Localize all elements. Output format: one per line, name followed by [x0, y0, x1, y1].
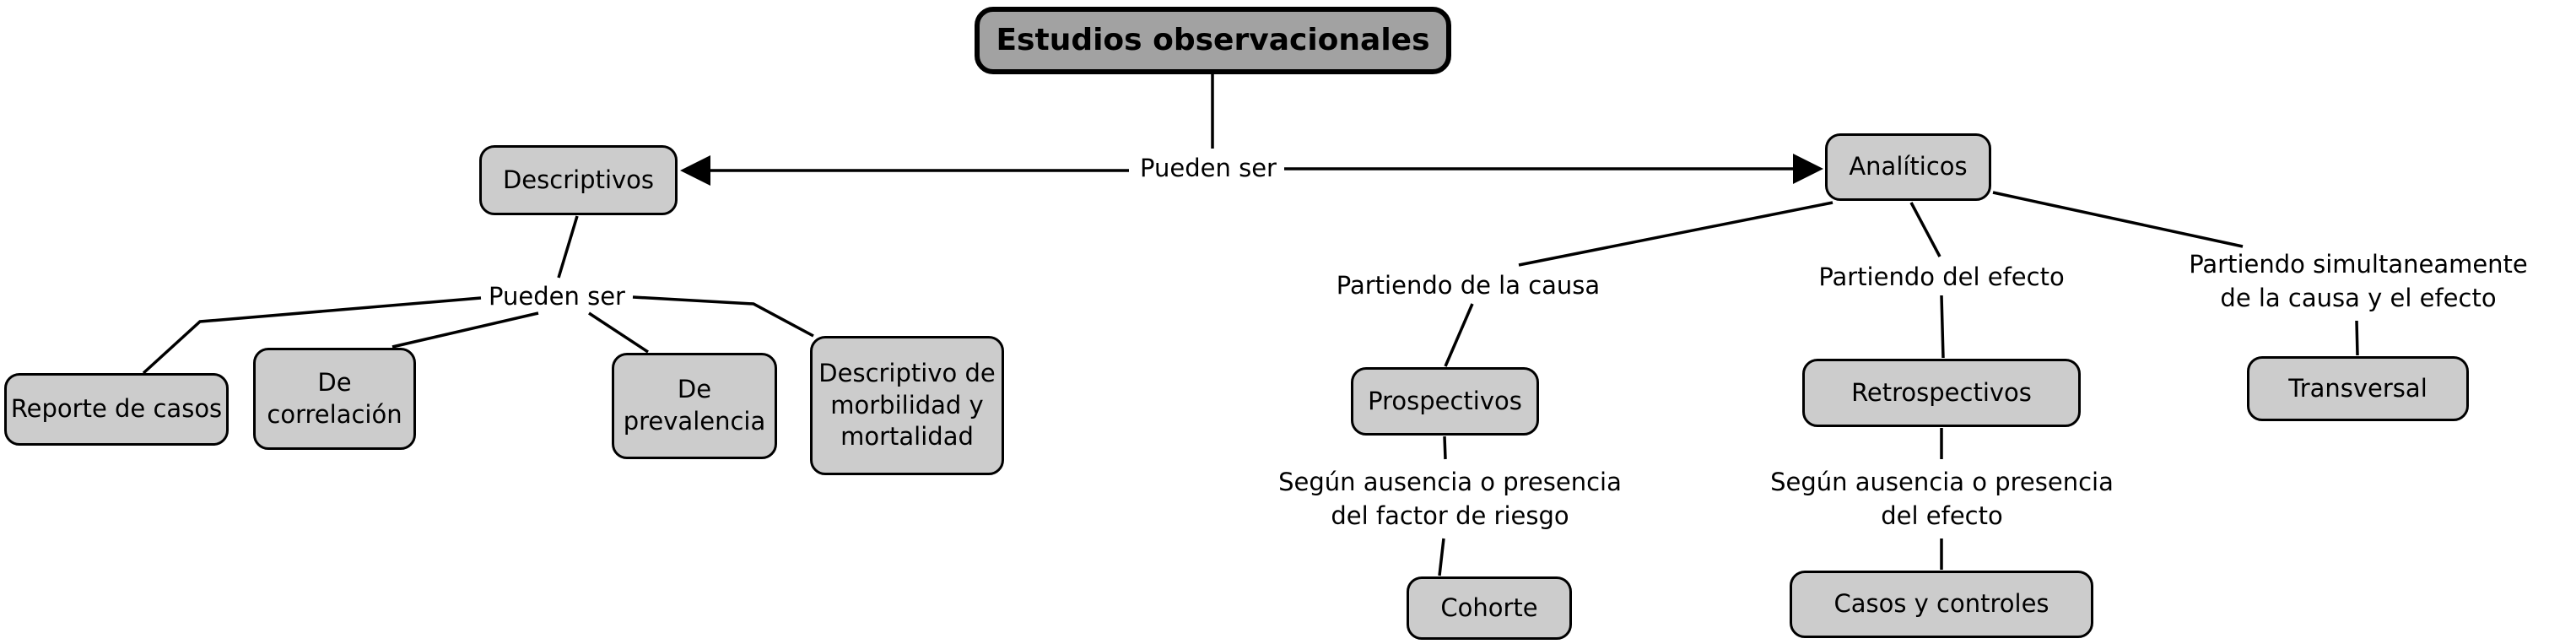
- node-cohorte[interactable]: Cohorte: [1407, 576, 1572, 640]
- link-label-text: Según ausencia o presencia del efecto: [1770, 467, 2114, 530]
- connector-analiticos-simultaneo: [1992, 191, 2244, 248]
- node-label: Cohorte: [1440, 593, 1538, 622]
- node-label: Casos y controles: [1833, 589, 2049, 619]
- connector-analiticos-causa: [1518, 201, 1833, 267]
- node-label: Descriptivo de morbilidad y mortalidad: [818, 358, 996, 452]
- node-label: Reporte de casos: [10, 394, 223, 424]
- connector-puedenser-correlacion: [392, 311, 539, 349]
- connector-analiticos-efecto: [1909, 202, 1941, 257]
- node-descriptivos[interactable]: Descriptivos: [479, 145, 678, 215]
- node-label: Descriptivos: [502, 165, 655, 194]
- connector-puedenser-prevalencia: [588, 311, 649, 354]
- link-label-partiendo-de-la-causa[interactable]: Partiendo de la causa: [1304, 268, 1633, 303]
- node-label: Prospectivos: [1368, 386, 1522, 415]
- arrowhead-analiticos: [1793, 154, 1823, 184]
- link-label-partiendo-simultaneamente[interactable]: Partiendo simultaneamente de la causa y …: [2147, 243, 2569, 319]
- link-label-pueden-ser-descriptivos[interactable]: Pueden ser: [483, 279, 631, 313]
- link-label-text: Partiendo del efecto: [1818, 262, 2065, 291]
- connector-puedenser-reporte: [142, 296, 482, 375]
- link-label-text: Partiendo de la causa: [1336, 270, 1601, 300]
- connector-causa-prospectivos: [1444, 303, 1474, 367]
- link-label-segun-efecto[interactable]: Según ausencia o presencia del efecto: [1763, 461, 2121, 537]
- connector-segun-cohorte: [1438, 538, 1445, 576]
- link-label-text: Según ausencia o presencia del factor de…: [1278, 467, 1622, 530]
- connector-descriptivos-puedenser: [557, 215, 579, 279]
- node-casos-y-controles[interactable]: Casos y controles: [1790, 571, 2093, 638]
- node-de-correlacion[interactable]: De correlación: [253, 348, 416, 450]
- link-label-partiendo-del-efecto[interactable]: Partiendo del efecto: [1785, 259, 2098, 295]
- connector-efecto-retrospectivos: [1940, 295, 1945, 359]
- node-de-prevalencia[interactable]: De prevalencia: [612, 353, 777, 459]
- node-prospectivos[interactable]: Prospectivos: [1351, 367, 1539, 436]
- node-estudios-observacionales[interactable]: Estudios observacionales: [975, 7, 1451, 74]
- connector-puedenser-morbilidad: [632, 295, 814, 338]
- node-transversal[interactable]: Transversal: [2247, 356, 2469, 421]
- link-label-text: Pueden ser: [1140, 153, 1277, 182]
- node-label: Transversal: [2288, 373, 2427, 403]
- node-retrospectivos[interactable]: Retrospectivos: [1802, 359, 2081, 427]
- node-descriptivo-morbilidad-mortalidad[interactable]: Descriptivo de morbilidad y mortalidad: [810, 336, 1004, 475]
- link-label-text: Partiendo simultaneamente de la causa y …: [2189, 249, 2528, 312]
- connector-lines: [142, 74, 2359, 576]
- node-label: Analíticos: [1849, 152, 1968, 181]
- arrowhead-descriptivos: [680, 155, 710, 186]
- link-label-segun-factor-riesgo[interactable]: Según ausencia o presencia del factor de…: [1271, 461, 1629, 537]
- node-label: De correlación: [267, 367, 402, 429]
- node-analiticos[interactable]: Analíticos: [1825, 133, 1991, 201]
- link-label-pueden-ser-root[interactable]: Pueden ser: [1132, 150, 1284, 186]
- link-label-text: Pueden ser: [489, 282, 625, 311]
- node-reporte-de-casos[interactable]: Reporte de casos: [4, 373, 229, 446]
- node-label: Retrospectivos: [1851, 377, 2032, 407]
- node-label: De prevalencia: [623, 375, 766, 436]
- node-label: Estudios observacionales: [996, 22, 1430, 57]
